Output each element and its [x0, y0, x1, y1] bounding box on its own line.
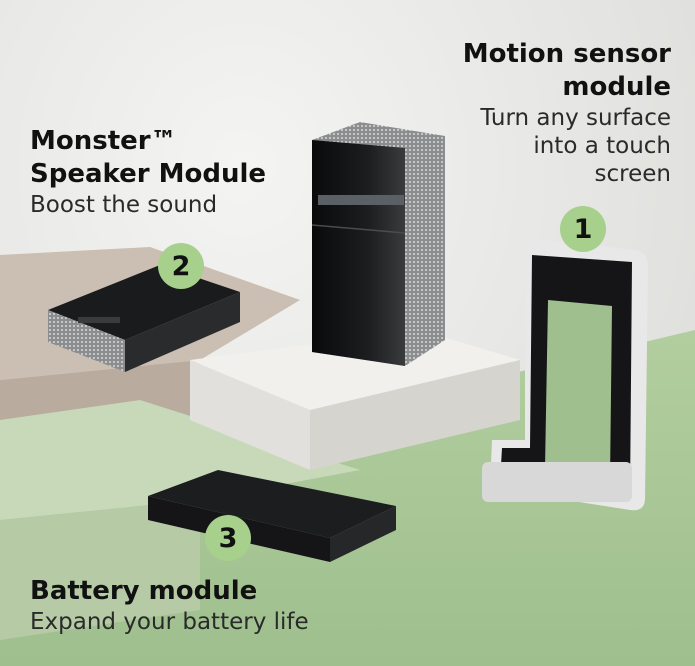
speaker-module-title: Monster™ Speaker Module: [30, 126, 267, 189]
motion-sensor-callout: Motion sensor module Turn any surface in…: [463, 38, 671, 188]
battery-module-title: Battery module: [30, 576, 258, 606]
projector-device: [311, 122, 445, 366]
motion-sensor-frame: [482, 240, 648, 511]
white-podium-top: [190, 330, 520, 410]
white-podium-left: [190, 360, 310, 470]
white-podium-right: [310, 360, 520, 470]
battery-module-description: Expand your battery life: [30, 609, 309, 635]
motion-sensor-description: Turn any surface into a touch screen: [480, 105, 671, 187]
green-step-top: [0, 400, 360, 520]
badge-1: 1: [560, 206, 606, 252]
green-step-side: [0, 500, 200, 640]
speaker-callout: Monster™ Speaker Module Boost the sound: [30, 125, 266, 219]
badge-2: 2: [158, 243, 204, 289]
speaker-module-description: Boost the sound: [30, 192, 218, 218]
motion-sensor-title: Motion sensor module: [462, 39, 671, 102]
badge-3: 3: [205, 515, 251, 561]
battery-callout: Battery module Expand your battery life: [30, 575, 309, 636]
